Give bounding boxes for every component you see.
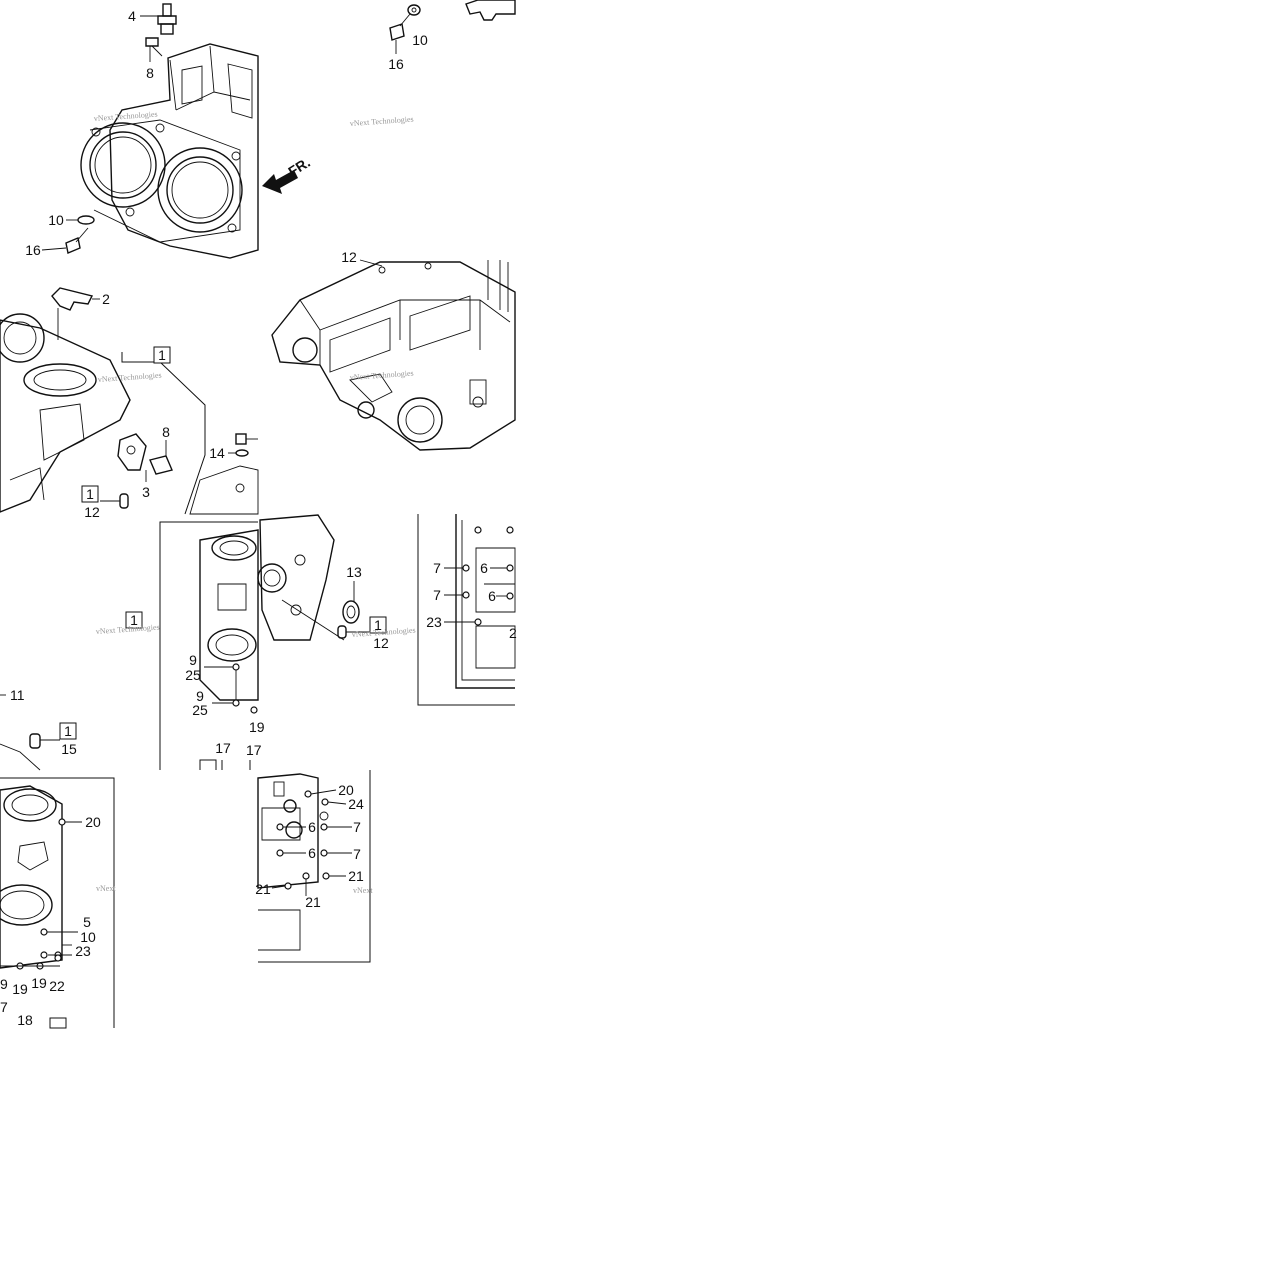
callout: 2 (102, 291, 110, 307)
bolt-8-mid (149, 455, 173, 475)
crankcase-lower-left (0, 777, 115, 1029)
dowel-pin-15 (29, 733, 41, 749)
oil-pressure-switch (140, 3, 177, 35)
callout: 8 (146, 65, 154, 81)
callout: 11 (10, 687, 25, 703)
callout: 7 (353, 819, 361, 835)
left-lower-fragment (0, 694, 251, 771)
watermark: vNext Technologies (350, 115, 414, 128)
crankcase-front-frame (159, 514, 370, 770)
callout: 3 (142, 484, 150, 500)
callout: 6 (308, 819, 316, 835)
callout: 6 (480, 560, 488, 576)
boxed-label: 1 (86, 486, 94, 502)
callout: 8 (162, 424, 170, 440)
callout: 24 (348, 796, 364, 812)
callout: 20 (85, 814, 101, 830)
callout-labels: 4 8 10 16 10 16 12 2 8 3 14 12 13 12 9 2… (0, 8, 517, 1028)
callout: 25 (185, 667, 201, 683)
callout: 14 (209, 445, 225, 461)
bracket-3 (117, 433, 147, 471)
callout: 9 (0, 976, 8, 992)
callout: 18 (17, 1012, 33, 1028)
washer-10-left (77, 215, 95, 225)
bolt-16-left (65, 237, 81, 254)
callout: 16 (388, 56, 404, 72)
washer-10-topright (407, 4, 421, 16)
bracket-top-right (465, 0, 516, 21)
callout: 19 (31, 975, 47, 991)
callout: 5 (83, 914, 91, 930)
callout: 10 (48, 212, 64, 228)
callout: 12 (341, 249, 357, 265)
crankcase-upper (271, 259, 516, 451)
callout: 13 (346, 564, 362, 580)
watermark: vNext Technologies (96, 623, 160, 636)
watermark: vNext Technologies (350, 369, 414, 382)
top-right-small-parts (389, 0, 516, 54)
boxed-label: 1 (374, 617, 382, 633)
oil-seal-13 (342, 600, 360, 624)
callout: 9 (189, 652, 197, 668)
watermark: vNext Technologies (98, 371, 162, 384)
callout: 21 (305, 894, 321, 910)
bolt-8-top (145, 37, 163, 62)
boxed-label: 1 (130, 612, 138, 628)
bolt-16-topright (389, 23, 405, 41)
callout: 7 (0, 999, 8, 1015)
callout: 19 (12, 981, 28, 997)
callout: 7 (353, 846, 361, 862)
cap-nut (235, 433, 247, 445)
front-arrow-icon (262, 170, 298, 194)
callout: 12 (373, 635, 389, 651)
boxed-label: 1 (158, 347, 166, 363)
callout: 23 (426, 614, 442, 630)
callout: 23 (75, 943, 91, 959)
callout: 7 (433, 560, 441, 576)
callout: 15 (61, 741, 77, 757)
callout: 9 (196, 688, 204, 704)
callout: 2 (509, 625, 517, 641)
boxed-label: 1 (64, 723, 72, 739)
callout: 19 (249, 719, 265, 735)
watermark: vNext Technologies (352, 626, 416, 639)
watermark: vNext (353, 886, 373, 895)
crankcase-lower-right (417, 514, 516, 706)
watermarks: vNext Technologies vNext Technologies vN… (94, 110, 416, 895)
callout: 12 (84, 504, 100, 520)
dowel-pin-12-right (337, 625, 347, 639)
callout: 21 (255, 881, 271, 897)
callout: 25 (192, 702, 208, 718)
bracket-2 (51, 287, 94, 311)
callout: 6 (488, 588, 496, 604)
callout: 4 (128, 8, 136, 24)
watermark: vNext Technologies (94, 110, 158, 123)
callout: 20 (338, 782, 354, 798)
o-ring-14 (235, 449, 249, 457)
boxed-labels: 1 1 1 1 1 (59, 346, 387, 740)
callout: 6 (308, 845, 316, 861)
callout: 17 (246, 742, 262, 758)
callout: 10 (80, 929, 96, 945)
callout: 21 (348, 868, 364, 884)
cylinder-block-side (0, 287, 259, 515)
callout: 10 (412, 32, 428, 48)
crankcase-lower-middle (257, 770, 371, 963)
callout: 22 (49, 978, 65, 994)
dowel-pin-12-mid (119, 493, 129, 509)
callout: 7 (433, 587, 441, 603)
watermark: vNext (96, 884, 116, 893)
cylinder-block-front (41, 3, 298, 259)
callout: 17 (215, 740, 231, 756)
callout: 16 (25, 242, 41, 258)
